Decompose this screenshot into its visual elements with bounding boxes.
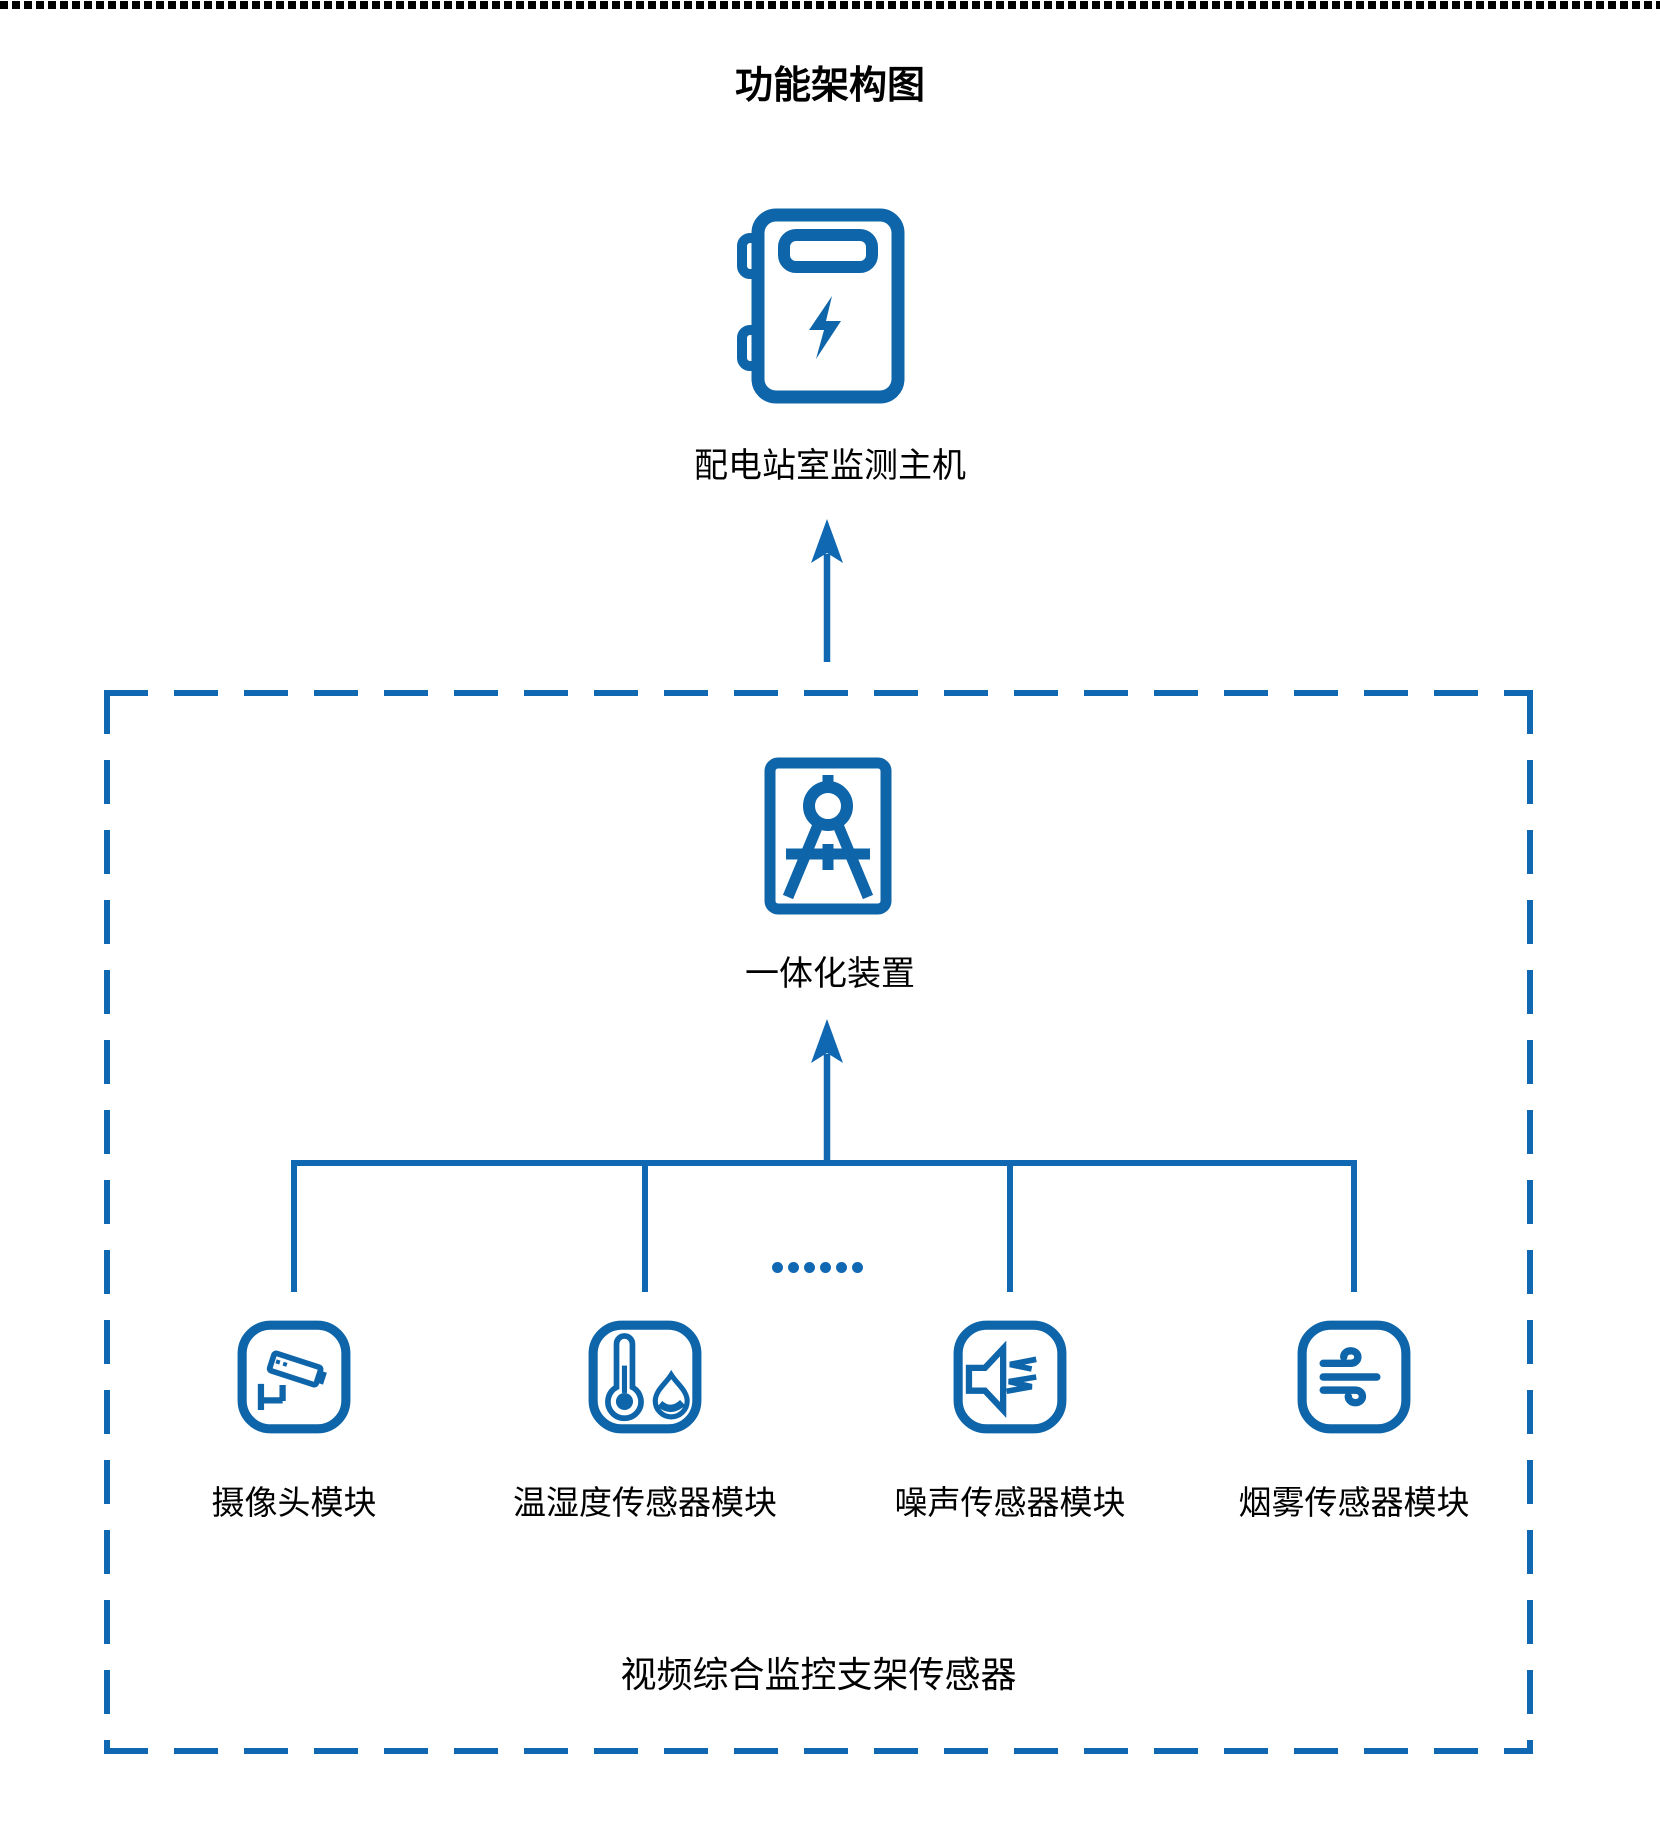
- connector-bus-line: [291, 1160, 1357, 1166]
- sensor-group-label: 视频综合监控支架传感器: [620, 1654, 1017, 1695]
- noise-speaker-icon: [953, 1320, 1067, 1434]
- connector-drop-camera: [291, 1160, 297, 1292]
- arrow-up-to-host: [811, 519, 843, 662]
- connector-drop-temperature: [642, 1160, 648, 1292]
- module-label-noise: 噪声传感器模块: [894, 1484, 1126, 1521]
- connector-drop-noise: [1007, 1160, 1013, 1292]
- power-distribution-cabinet-icon: [737, 208, 905, 404]
- page-top-dotted-border: [0, 1, 1660, 9]
- diagram-title: 功能架构图: [734, 65, 925, 107]
- sensor-group-box-left: [104, 690, 110, 1754]
- host-label: 配电站室监测主机: [694, 447, 966, 485]
- integrated-device-label: 一体化装置: [745, 955, 915, 993]
- sensor-group-box-right: [1527, 690, 1533, 1754]
- drafting-compass-icon: [764, 757, 892, 915]
- thermometer-humidity-icon: [588, 1320, 702, 1434]
- arrow-up-to-device: [811, 1019, 843, 1164]
- smoke-wind-icon: [1297, 1320, 1411, 1434]
- more-modules-ellipsis: [772, 1262, 863, 1273]
- sensor-group-box-top: [104, 690, 1533, 696]
- sensor-group-box-bottom: [104, 1748, 1533, 1754]
- module-label-camera: 摄像头模块: [211, 1484, 377, 1521]
- connector-drop-smoke: [1351, 1160, 1357, 1292]
- cctv-camera-icon: [237, 1320, 351, 1434]
- module-label-temperature: 温湿度传感器模块: [513, 1484, 777, 1521]
- module-label-smoke: 烟雾传感器模块: [1238, 1484, 1470, 1521]
